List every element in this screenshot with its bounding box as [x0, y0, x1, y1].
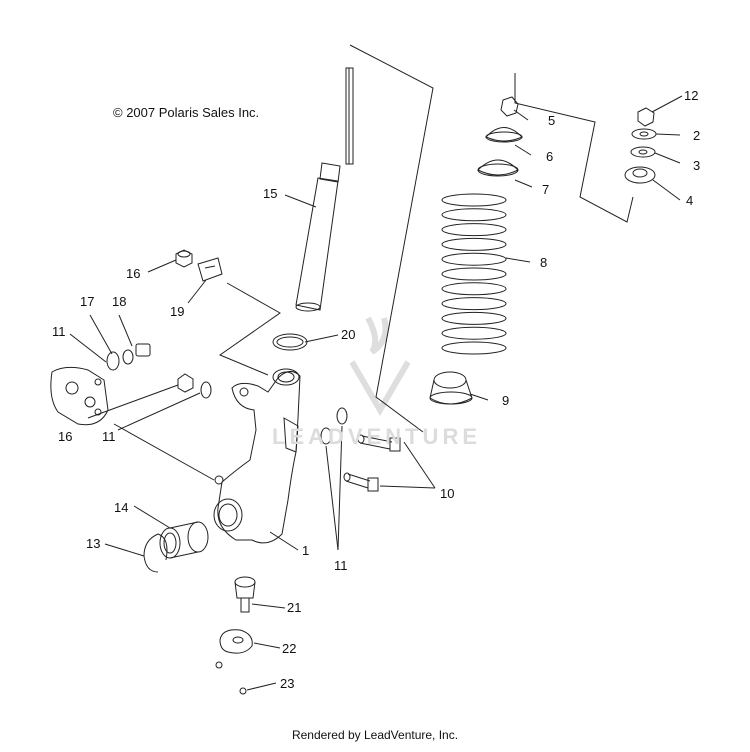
part-4-mount [624, 166, 656, 184]
part-15-strut [295, 67, 354, 312]
callout-16-upper: 16 [126, 266, 140, 281]
part-10-bolt-upper [357, 434, 401, 452]
part-9-bumper [429, 371, 473, 405]
callout-23: 23 [280, 676, 294, 691]
callout-14: 14 [114, 500, 128, 515]
caliper-assembly [50, 366, 109, 426]
callout-15: 15 [263, 186, 277, 201]
part-12-nut [637, 107, 655, 127]
leader-lines [69, 95, 683, 691]
part-17-washer [106, 351, 120, 371]
part-11-washer-right-upper [336, 407, 348, 425]
part-11-washer-upper [200, 381, 212, 399]
spring-coil [441, 193, 507, 207]
part-16-nut-lower [177, 373, 194, 393]
part-23-screw-1 [215, 661, 223, 669]
callout-11-caliper: 11 [102, 429, 116, 444]
callout-9: 9 [502, 393, 509, 408]
part-7-seat [477, 159, 519, 177]
watermark-text: LEADVENTURE [272, 424, 482, 449]
spring-coil [441, 297, 507, 311]
callout-3: 3 [693, 158, 700, 173]
spring-coil [441, 341, 507, 355]
spring-coil [441, 252, 507, 266]
copyright-notice: © 2007 Polaris Sales Inc. [113, 105, 260, 120]
spring-coil [441, 282, 507, 296]
spring-coil [441, 223, 507, 237]
spring-coil [441, 311, 507, 325]
part-19-clip [197, 257, 223, 282]
part-8-spring [441, 193, 507, 355]
callout-4: 4 [686, 193, 693, 208]
callout-labels: 1 2 3 4 5 6 7 8 9 10 11 11 11 12 13 14 1… [52, 88, 700, 691]
callout-20: 20 [341, 327, 355, 342]
bracket-top-hardware [514, 73, 634, 223]
callout-11-bottom: 11 [334, 558, 348, 573]
leadventure-watermark-logo [349, 316, 411, 416]
callout-6: 6 [546, 149, 553, 164]
callout-18: 18 [112, 294, 126, 309]
callout-22: 22 [282, 641, 296, 656]
callout-7: 7 [542, 182, 549, 197]
part-11-washer-right-lower [320, 427, 332, 445]
callout-1: 1 [302, 543, 309, 558]
callout-21: 21 [287, 600, 301, 615]
callout-17: 17 [80, 294, 94, 309]
spring-coil [441, 237, 507, 251]
part-2-washer [631, 128, 657, 140]
part-6-cap [485, 127, 523, 143]
callout-2: 2 [693, 128, 700, 143]
callout-10: 10 [440, 486, 454, 501]
callout-11-left: 11 [52, 324, 66, 339]
part-3-washer [630, 146, 656, 158]
part-17b-washer [122, 349, 134, 365]
part-1-knuckle [213, 368, 301, 544]
part-18-bolt [135, 343, 151, 357]
part-20-seal [272, 333, 308, 351]
part-13-snap-ring [143, 533, 168, 573]
part-14-bearing [159, 521, 209, 559]
bracket-shock-assembly [349, 44, 434, 433]
callout-19: 19 [170, 304, 184, 319]
callout-8: 8 [540, 255, 547, 270]
callout-12: 12 [684, 88, 698, 103]
bracket-strut-knuckle [218, 282, 281, 376]
part-22-plate [219, 629, 253, 654]
part-21-ball-joint [234, 576, 256, 613]
part-10-bolt-lower [343, 472, 379, 492]
part-23-screw-2 [239, 687, 247, 695]
callout-16-lower: 16 [58, 429, 72, 444]
spring-coil [441, 326, 507, 340]
callout-5: 5 [548, 113, 555, 128]
footer-credit: Rendered by LeadVenture, Inc. [291, 728, 459, 742]
part-5-nut [500, 96, 519, 117]
part-16-nut-upper [175, 249, 193, 268]
spring-coil [441, 208, 507, 222]
spring-coil [441, 267, 507, 281]
callout-13: 13 [86, 536, 100, 551]
